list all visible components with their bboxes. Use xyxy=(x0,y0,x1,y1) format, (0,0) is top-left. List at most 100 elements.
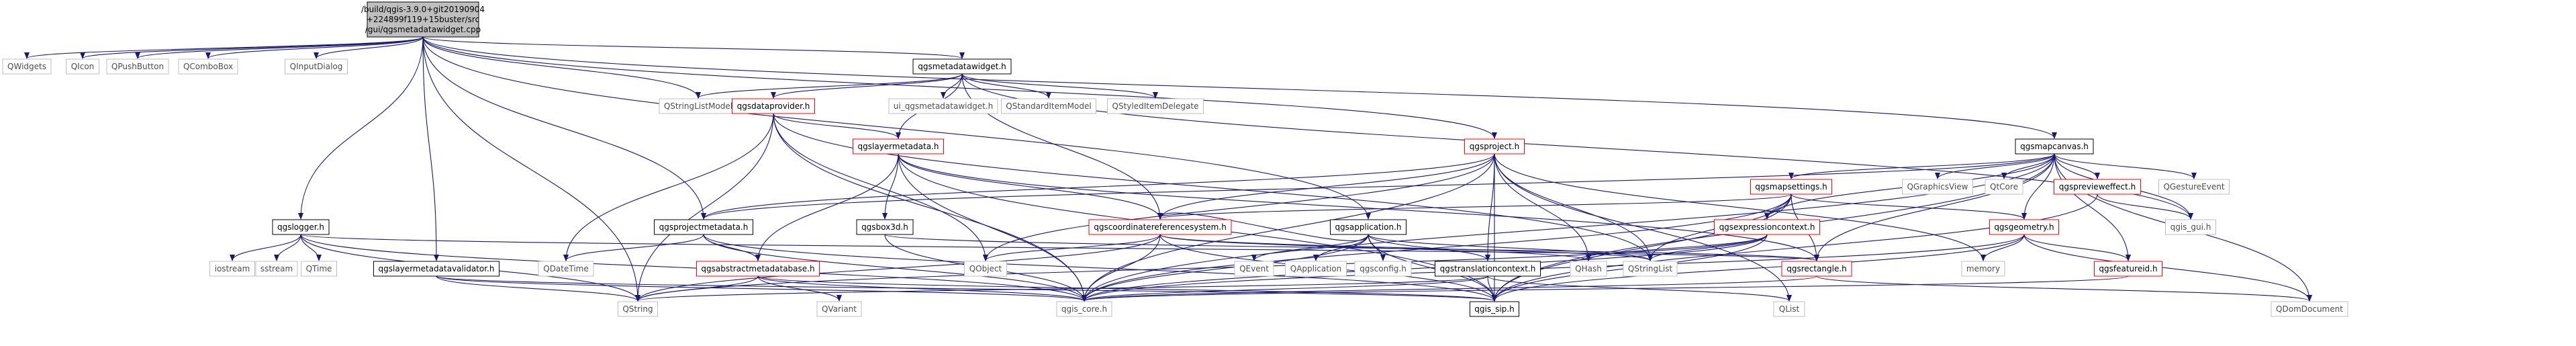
node-label: qgsgeometry.h xyxy=(1994,222,2054,232)
node-qgsbox3d-h[interactable]: qgsbox3d.h xyxy=(856,219,914,235)
root-node-qgsmetadatawidget-cpp[interactable]: /build/qgis-3.9.0+git20190904 +224899f11… xyxy=(361,1,485,38)
node-qgsmapsettings-h[interactable]: qgsmapsettings.h xyxy=(1750,179,1832,195)
edge-qgslogger-h-to-qgis-core-h xyxy=(300,234,1087,302)
edge-qgsproject-h-to-memory xyxy=(1494,153,1986,261)
edge-qgsdataprovider-h-to-qgslayermetadata-h xyxy=(773,113,901,139)
node-box xyxy=(66,58,99,75)
node-label: QGestureEvent xyxy=(2163,182,2224,191)
node-label: QDomDocument xyxy=(2276,304,2343,314)
node-box xyxy=(853,138,944,155)
node-label: memory xyxy=(1966,264,2000,273)
node-qgis-core-h: qgis_core.h xyxy=(1056,301,1112,317)
node-qevent: QEvent xyxy=(1234,261,1274,277)
node-label: qgsconfig.h xyxy=(1359,264,1406,273)
edge-qgsdataprovider-h-to-qstring xyxy=(635,113,774,302)
node-label: qgsbox3d.h xyxy=(861,222,908,232)
edge-qgslogger-h-to-qgsrectangle-h xyxy=(300,234,1819,261)
node-box xyxy=(1750,179,1832,195)
edge-root-to-qicon xyxy=(80,36,424,59)
edge-qgspreviewe-h-to-qgis-sip-h xyxy=(1492,193,2098,302)
node-box xyxy=(964,261,1007,277)
edge-qgsmapsettings-h-to-qgsgeometry-h xyxy=(1791,193,2027,220)
node-qgsproject-h[interactable]: qgsproject.h xyxy=(1464,138,1525,155)
node-qgsmapcanvas-h[interactable]: qgsmapcanvas.h xyxy=(2015,138,2094,155)
node-qgsprojectmetadata-h[interactable]: qgsprojectmetadata.h xyxy=(654,219,753,235)
node-qgsapplication-h[interactable]: qgsapplication.h xyxy=(1330,219,1406,235)
edge-qgsapplication-h-to-qevent xyxy=(1251,234,1369,261)
node-box xyxy=(1285,261,1347,277)
node-box xyxy=(2158,179,2230,195)
node-box xyxy=(1001,98,1096,114)
edge-qgsmapcanvas-h-to-qtcore xyxy=(2001,153,2055,179)
edge-qgsmapcanvas-h-to-qgspreviewe-h xyxy=(2054,153,2100,179)
edge-qgsmapsettings-h-to-qgis-core-h xyxy=(1082,193,1792,302)
node-qgsgeometry-h[interactable]: qgsgeometry.h xyxy=(1989,219,2059,235)
node-qgestureevent: QGestureEvent xyxy=(2158,179,2230,195)
node-label: QWidgets xyxy=(7,62,46,71)
root-label-line-3: /gui/qgsmetadatawidget.cpp xyxy=(365,25,481,34)
edge-qgsmapcanvas-h-to-qgestureevent xyxy=(2054,153,2197,179)
node-qgsfeatureid-h[interactable]: qgsfeatureid.h xyxy=(2094,261,2162,277)
node-label: qgsexpressioncontext.h xyxy=(1719,222,1815,232)
node-qvariant: QVariant xyxy=(816,301,862,317)
node-label: sstream xyxy=(260,264,293,273)
node-qstringlist: QStringList xyxy=(1623,261,1678,277)
node-label: QGraphicsView xyxy=(1907,182,1968,191)
edge-root-to-qinputdialog xyxy=(314,36,424,59)
node-ui-qgsmetadatawidget-h: ui_qgsmetadatawidget.h xyxy=(888,98,998,114)
node-box xyxy=(1107,98,1204,114)
edge-qgsmetadatawidget-h-to-qstandarditemmodel xyxy=(961,73,1051,99)
node-qgstranslationcontext-h[interactable]: qgstranslationcontext.h xyxy=(1435,261,1541,277)
node-qstyleditemdelegate: QStyledItemDelegate xyxy=(1107,98,1204,114)
edge-qgsabstractmetadatabase-h-to-qstring xyxy=(635,275,759,302)
node-qgscoordinatereferencesystem-h[interactable]: qgscoordinatereferencesystem.h xyxy=(1088,219,1232,235)
edge-qgstranslationcontext-h-to-qgis-core-h xyxy=(1082,275,1488,302)
node-qgis-sip-h[interactable]: qgis_sip.h xyxy=(1470,301,1519,317)
edge-root-to-qcombobox xyxy=(205,36,424,59)
node-box xyxy=(1435,261,1541,277)
node-box xyxy=(1773,301,1805,317)
node-qgslogger-h[interactable]: qgslogger.h xyxy=(272,219,330,235)
node-box xyxy=(732,98,815,114)
node-qgsrectangle-h[interactable]: qgsrectangle.h xyxy=(1781,261,1852,277)
node-box xyxy=(538,261,594,277)
node-qgslayermetadata-h[interactable]: qgslayermetadata.h xyxy=(853,138,944,155)
node-label: qgslogger.h xyxy=(277,222,324,232)
node-qhash: QHash xyxy=(1570,261,1607,277)
node-box xyxy=(209,261,255,277)
edge-root-to-qgsmapcanvas-h xyxy=(422,36,2057,139)
node-label: qgspreviewe­ffect.h xyxy=(2059,182,2136,191)
node-label: QInputDialog xyxy=(290,62,343,71)
edge-qgslayermetadatavalidator-h-to-qstring xyxy=(436,275,640,302)
node-box xyxy=(1985,179,2023,195)
edge-qgsmapcanvas-h-to-qgraphicsview xyxy=(1935,153,2055,179)
edge-qgsfeatureid-h-to-qgis-core-h xyxy=(1082,275,2129,302)
node-qgsdataprovider-h[interactable]: qgsdataprovider.h xyxy=(732,98,815,114)
nodes-layer: /build/qgis-3.9.0+git20190904 +224899f11… xyxy=(2,1,2348,317)
node-label: ui_qgsmetadatawidget.h xyxy=(894,101,993,111)
node-qgspreviewe-h[interactable]: qgspreviewe­ffect.h xyxy=(2054,179,2141,195)
node-label: qgsmapsettings.h xyxy=(1755,182,1827,191)
node-box xyxy=(255,261,298,277)
edge-qgsmetadatawidget-h-to-qstringlistmodel xyxy=(696,73,963,99)
node-qgsmetadatawidget-h[interactable]: qgsmetadatawidget.h xyxy=(912,58,1012,75)
node-box xyxy=(1056,301,1112,317)
node-qgslayermetadatavalidator-h[interactable]: qgslayermetadatavalidator.h xyxy=(373,261,499,277)
edge-root-to-qwidgets xyxy=(24,36,424,59)
node-box xyxy=(2015,138,2094,155)
node-box xyxy=(1902,179,1973,195)
node-label: QList xyxy=(1779,304,1800,314)
node-label: qgsfeatureid.h xyxy=(2099,264,2157,273)
node-qgsconfig-h: qgsconfig.h xyxy=(1354,261,1412,277)
edge-qgsmapcanvas-h-to-qgsfeatureid-h xyxy=(2054,153,2131,261)
edge-qgsprojectmetadata-h-to-qdatetime xyxy=(563,234,704,261)
node-label: qgsabstractmetadatabase.h xyxy=(701,264,814,273)
edge-qgsapplication-h-to-qgstranslationcontext-h xyxy=(1368,234,1490,261)
node-qpushbutton: QPushButton xyxy=(106,58,169,75)
node-box xyxy=(1961,261,2005,277)
node-label: qgsprojectmetadata.h xyxy=(659,222,749,232)
node-qgsexpressioncontext-h[interactable]: qgsexpressioncontext.h xyxy=(1714,219,1820,235)
node-box xyxy=(856,219,914,235)
node-qgsabstractmetadatabase-h[interactable]: qgsabstractmetadatabase.h xyxy=(696,261,820,277)
